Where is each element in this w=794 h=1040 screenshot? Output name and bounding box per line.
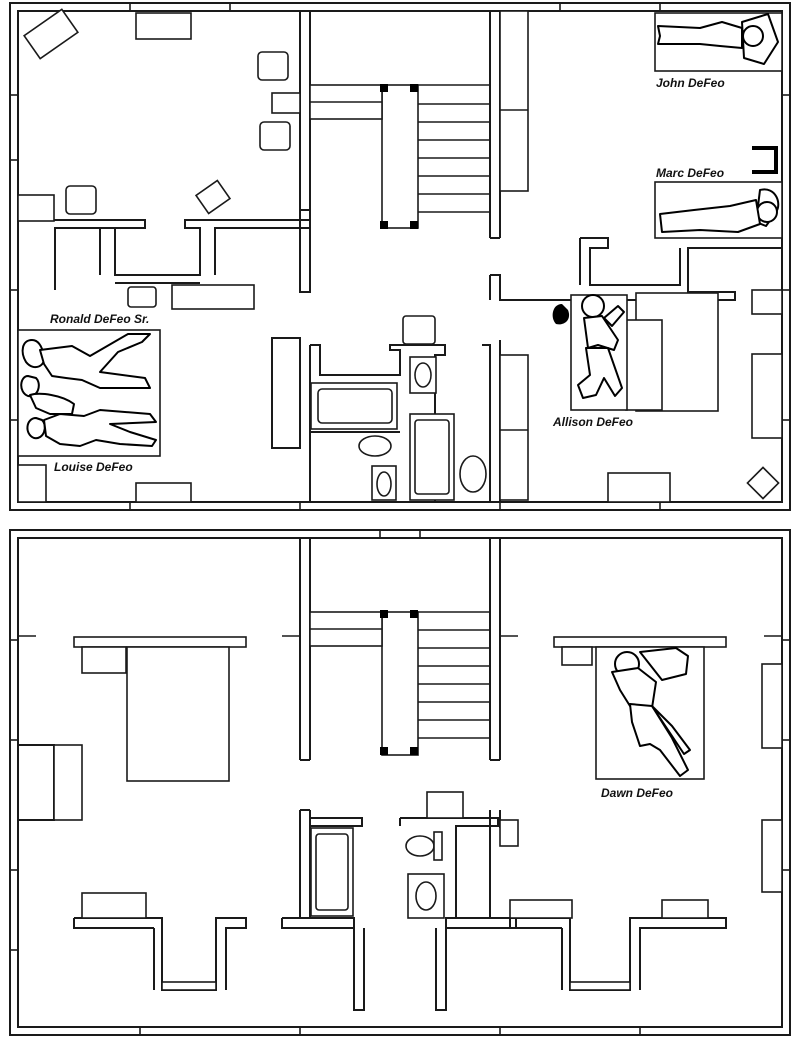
nightstand (561, 646, 593, 666)
table (625, 319, 663, 411)
nightstand (751, 289, 783, 315)
inner-wall (17, 537, 783, 1028)
bath-wall (299, 809, 501, 918)
headboard (73, 636, 247, 648)
nightstand (127, 286, 157, 308)
label-ronald: Ronald DeFeo Sr. (50, 312, 149, 326)
nightstand (81, 646, 127, 674)
closet (499, 10, 529, 192)
dresser (53, 744, 83, 821)
chair (746, 466, 780, 500)
closet (18, 744, 55, 821)
radiator (509, 899, 573, 919)
dormer-left (73, 917, 247, 991)
dresser (171, 284, 255, 310)
side-table (17, 194, 55, 222)
nightstand (17, 464, 47, 503)
hall-partition-right (489, 237, 782, 301)
staircase (309, 610, 490, 756)
bath-wall (309, 344, 446, 502)
inner-wall (17, 10, 783, 503)
cabinet (426, 791, 464, 819)
dawn-figure (611, 647, 691, 777)
chair (257, 51, 289, 81)
radiator (81, 892, 147, 919)
exterior-wall-marks (10, 530, 790, 1035)
ronald-figure (20, 333, 151, 398)
bed (126, 646, 230, 782)
headboard (553, 636, 727, 648)
label-john: John DeFeo (656, 76, 725, 90)
radiator (135, 482, 192, 503)
radiator (661, 899, 709, 919)
stair-wall-left (299, 11, 311, 211)
hall-wall (299, 210, 311, 293)
stair-wall-right (489, 11, 501, 239)
outer-wall (9, 2, 791, 511)
label-marc: Marc DeFeo (656, 166, 724, 180)
linen-closet (271, 337, 301, 449)
second-floor-plan: Ronald DeFeo Sr. Louise DeFeo (9, 2, 791, 511)
third-floor-plan: Dawn DeFeo (9, 529, 791, 1036)
john-figure (657, 13, 779, 65)
allison-figure (552, 294, 625, 399)
staircase (309, 84, 490, 229)
marc-figure (659, 188, 780, 233)
stair-wall-right (489, 538, 501, 761)
exterior-wall-marks (10, 3, 790, 510)
dormer-right (509, 917, 727, 991)
closet (761, 819, 783, 893)
chair (194, 179, 232, 215)
radiator (607, 472, 671, 503)
label-dawn: Dawn DeFeo (601, 786, 673, 800)
closet-partition-left (18, 219, 311, 290)
outer-wall (9, 529, 791, 1036)
label-allison: Allison DeFeo (552, 415, 633, 429)
rifle-marker-icon (752, 146, 778, 174)
dresser (751, 353, 783, 439)
sink-cabinet (402, 315, 436, 345)
chest (135, 12, 192, 40)
dresser (761, 663, 783, 749)
chair (23, 8, 79, 60)
table (271, 92, 301, 114)
dormer-center (282, 917, 517, 1011)
chair (65, 185, 97, 215)
label-louise: Louise DeFeo (54, 460, 133, 474)
closet (499, 354, 529, 501)
toilet (405, 835, 435, 857)
toilet (358, 435, 392, 457)
toilet (459, 455, 487, 493)
stair-wall-left (299, 538, 311, 761)
shelf (499, 819, 519, 847)
louise-figure (26, 392, 157, 447)
chair (259, 121, 291, 151)
